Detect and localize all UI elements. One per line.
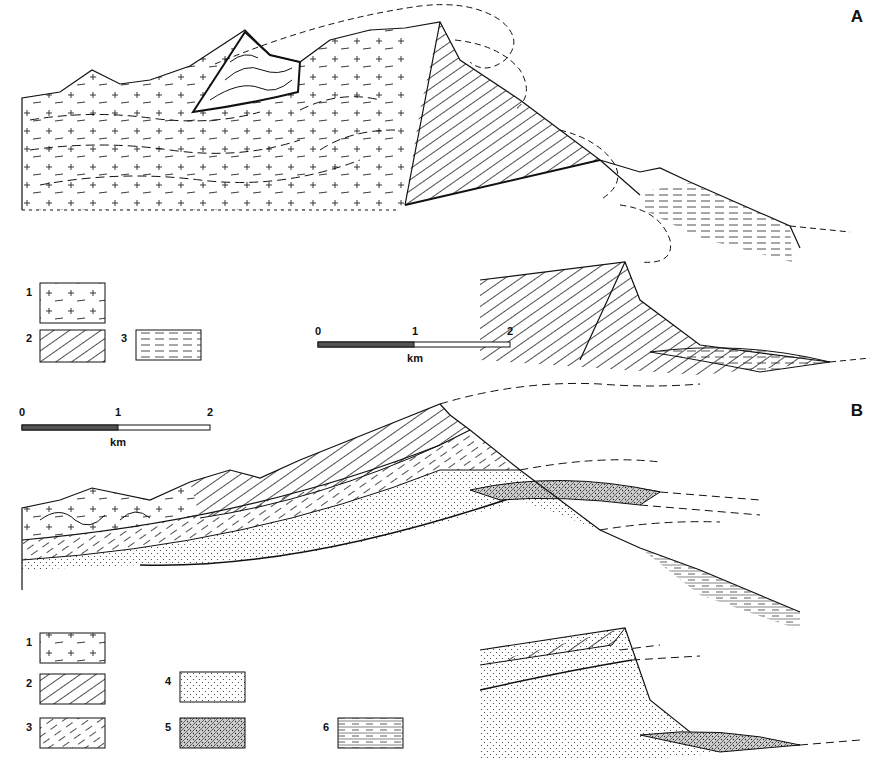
- legend-swatch: [40, 633, 105, 663]
- scale-label: 2: [207, 407, 213, 418]
- legend-swatch: [40, 718, 105, 748]
- section-b: [22, 383, 860, 760]
- legend-swatch: [40, 674, 105, 704]
- legend-number: 4: [165, 676, 171, 687]
- legend-number: 1: [26, 637, 32, 648]
- legend-number: 2: [26, 333, 32, 344]
- scale-label: 0: [19, 407, 25, 418]
- scale-label: 0: [315, 326, 321, 337]
- legend-number: 2: [26, 678, 32, 689]
- legend-number: 1: [26, 287, 32, 298]
- scale-label: 1: [412, 326, 418, 337]
- panel-letter: B: [851, 402, 863, 419]
- legend-swatch: [40, 283, 105, 323]
- legend-number: 3: [26, 722, 32, 733]
- scale-label: km: [407, 353, 423, 364]
- legend-swatch: [136, 330, 201, 360]
- scale-label: 2: [507, 326, 513, 337]
- scale-label: 1: [115, 407, 121, 418]
- legend-number: 5: [165, 722, 171, 733]
- section-a: [22, 5, 870, 375]
- legend-swatch: [180, 672, 245, 702]
- legend-swatch: [40, 330, 105, 362]
- legend-swatch: [180, 718, 245, 748]
- legend-swatch: [338, 718, 403, 748]
- legend-number: 3: [121, 333, 127, 344]
- legend-number: 6: [323, 722, 329, 733]
- panel-letter: A: [851, 8, 863, 25]
- scale-label: km: [110, 437, 126, 448]
